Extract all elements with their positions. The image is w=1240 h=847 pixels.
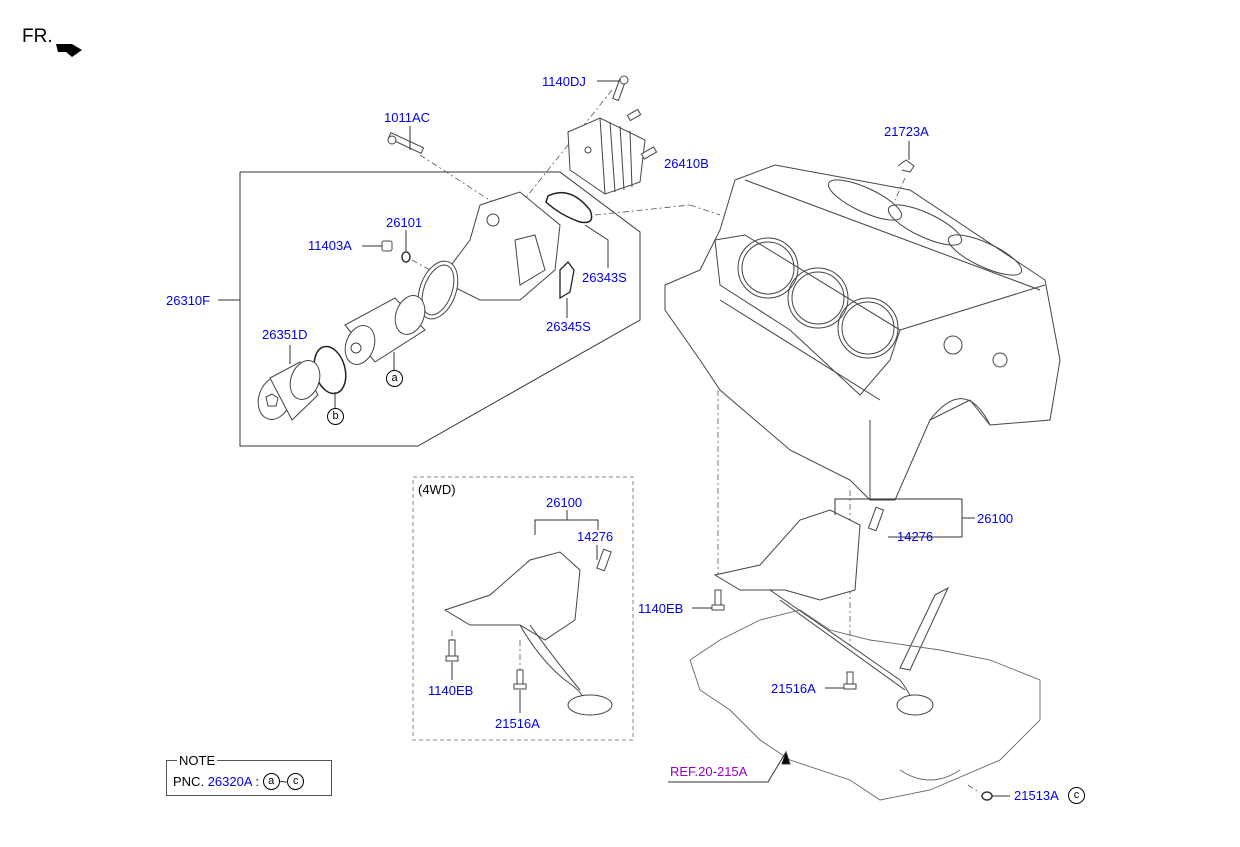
reference-leader xyxy=(668,750,791,783)
engine-block-drawing xyxy=(664,164,1061,501)
part-label-26100-4wd[interactable]: 26100 xyxy=(546,495,583,510)
note-pnc-link[interactable]: 26320A xyxy=(207,774,252,789)
note-title: NOTE xyxy=(177,753,218,768)
4wd-bolt-1140eb-drawing xyxy=(445,639,459,662)
gasket-26345s-drawing xyxy=(559,261,575,300)
oil-filter-assembly-frame xyxy=(218,171,641,447)
callout-c: c xyxy=(1068,787,1085,804)
washer-26101-drawing xyxy=(401,251,411,263)
bolt-21516a-drawing xyxy=(843,671,857,690)
part-label-1011ac[interactable]: 1011AC xyxy=(384,110,431,125)
plug-11403a-drawing xyxy=(381,240,393,252)
bolt-1140dj-drawing xyxy=(612,75,629,102)
reference-link-20-215a[interactable]: REF.20-215A xyxy=(670,764,748,779)
part-label-26410b[interactable]: 26410B xyxy=(664,156,709,171)
assembly-dash-lines xyxy=(411,89,981,794)
part-label-26310f[interactable]: 26310F xyxy=(166,293,211,308)
filter-element-drawing xyxy=(344,295,426,365)
bolt-1140eb-drawing xyxy=(711,589,725,611)
bolt-1011ac-drawing xyxy=(387,132,425,154)
note-row: PNC. 26320A : a~c xyxy=(173,773,305,791)
o-ring-26343s-drawing xyxy=(545,192,593,224)
callout-b: b xyxy=(327,408,344,425)
note-separator: : xyxy=(255,774,260,789)
part-label-1140eb-4wd[interactable]: 1140EB xyxy=(428,683,474,698)
oil-cooler-drawing xyxy=(567,108,658,195)
note-range-tilde: ~ xyxy=(279,774,288,789)
part-label-21723a[interactable]: 21723A xyxy=(884,124,929,139)
inset-title-4wd: (4WD) xyxy=(418,482,456,497)
note-box: NOTE PNC. 26320A : a~c xyxy=(166,753,332,796)
oil-pump-drawing xyxy=(713,506,950,716)
4wd-inset-frame xyxy=(412,476,634,741)
front-orientation-label: FR. xyxy=(22,26,53,47)
part-label-26343s[interactable]: 26343S xyxy=(582,270,627,285)
4wd-oil-pump-drawing xyxy=(443,548,613,716)
part-label-1140dj[interactable]: 1140DJ xyxy=(542,74,586,89)
part-label-26101[interactable]: 26101 xyxy=(386,215,423,230)
callout-a: a xyxy=(386,370,403,387)
drain-washer-21513a-drawing xyxy=(981,791,993,801)
4wd-bolt-21516a-drawing xyxy=(513,669,527,690)
part-label-26345s[interactable]: 26345S xyxy=(546,319,591,334)
part-label-11403a[interactable]: 11403A xyxy=(308,238,352,253)
front-arrow-icon xyxy=(56,44,82,57)
part-label-26100[interactable]: 26100 xyxy=(977,511,1014,526)
part-label-1140eb[interactable]: 1140EB xyxy=(638,601,684,616)
filter-cap-26351d-drawing xyxy=(257,360,321,421)
oil-pan-drawing xyxy=(689,609,1041,801)
part-label-21516a-4wd[interactable]: 21516A xyxy=(495,716,540,731)
note-pnc-prefix: PNC. xyxy=(173,774,205,789)
part-label-26351d[interactable]: 26351D xyxy=(262,327,308,342)
part-label-14276-4wd[interactable]: 14276 xyxy=(577,529,614,544)
clip-21723a-drawing xyxy=(897,159,915,173)
note-range-start: a xyxy=(262,773,280,791)
part-label-21513a[interactable]: 21513A xyxy=(1014,788,1059,803)
oil-filter-housing-drawing xyxy=(417,191,561,320)
part-label-14276[interactable]: 14276 xyxy=(897,529,934,544)
part-label-21516a[interactable]: 21516A xyxy=(771,681,816,696)
note-range-end: c xyxy=(287,773,305,791)
